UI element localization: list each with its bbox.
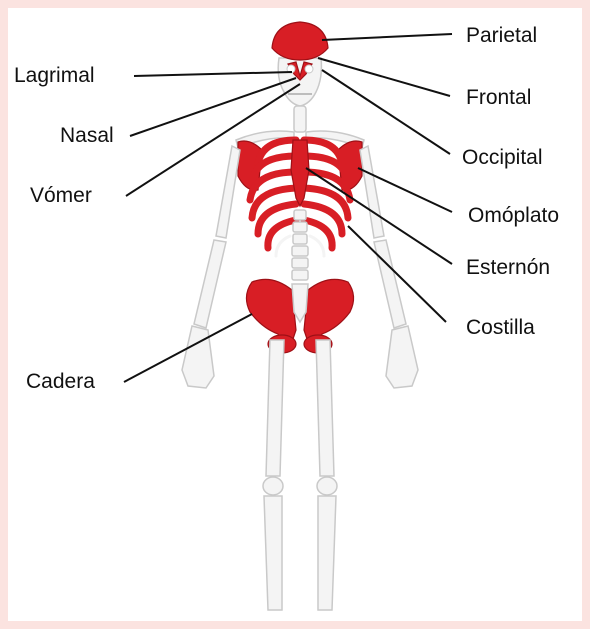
right-femur [316,340,334,476]
label-occipital: Occipital [462,146,543,169]
left-leg [263,340,284,610]
right-hand [386,326,418,388]
right-patella [317,477,337,495]
sternum [291,140,309,206]
lagrimal-leader [134,72,292,76]
floating-rib [310,236,324,256]
parietal-bone [272,22,328,60]
frontal-leader [318,58,450,96]
floating-rib [276,236,290,256]
neck-vertebrae [294,106,306,132]
pelvis [246,279,353,353]
label-nasal: Nasal [60,124,114,147]
vertebra [292,270,308,280]
right-tibia [318,496,336,610]
rib [304,220,332,248]
vertebra [293,222,307,232]
left-femur [266,340,284,476]
label-costilla: Costilla [466,316,535,339]
left-tibia [264,496,282,610]
left-hand [182,326,214,388]
label-parietal: Parietal [466,24,537,47]
vertebra [293,234,307,244]
label-cadera: Cadera [26,370,95,393]
label-vomer: Vómer [30,184,92,207]
nasal-leader [130,78,296,136]
parietal-leader [322,34,452,40]
right-forearm [374,240,406,328]
vertebra [292,246,308,256]
right-leg [316,340,337,610]
left-forearm [194,240,226,328]
skull [272,22,328,106]
vertebra [292,258,308,268]
right-orbit [305,65,313,73]
rib [268,220,296,248]
right-humerus [360,146,384,238]
left-patella [263,477,283,495]
left-humerus [216,146,240,238]
label-esternon: Esternón [466,256,550,279]
label-lagrimal: Lagrimal [14,64,95,87]
left-arm [182,146,240,388]
label-omoplato: Omóplato [468,204,559,227]
vertebra [294,210,306,220]
label-frontal: Frontal [466,86,531,109]
